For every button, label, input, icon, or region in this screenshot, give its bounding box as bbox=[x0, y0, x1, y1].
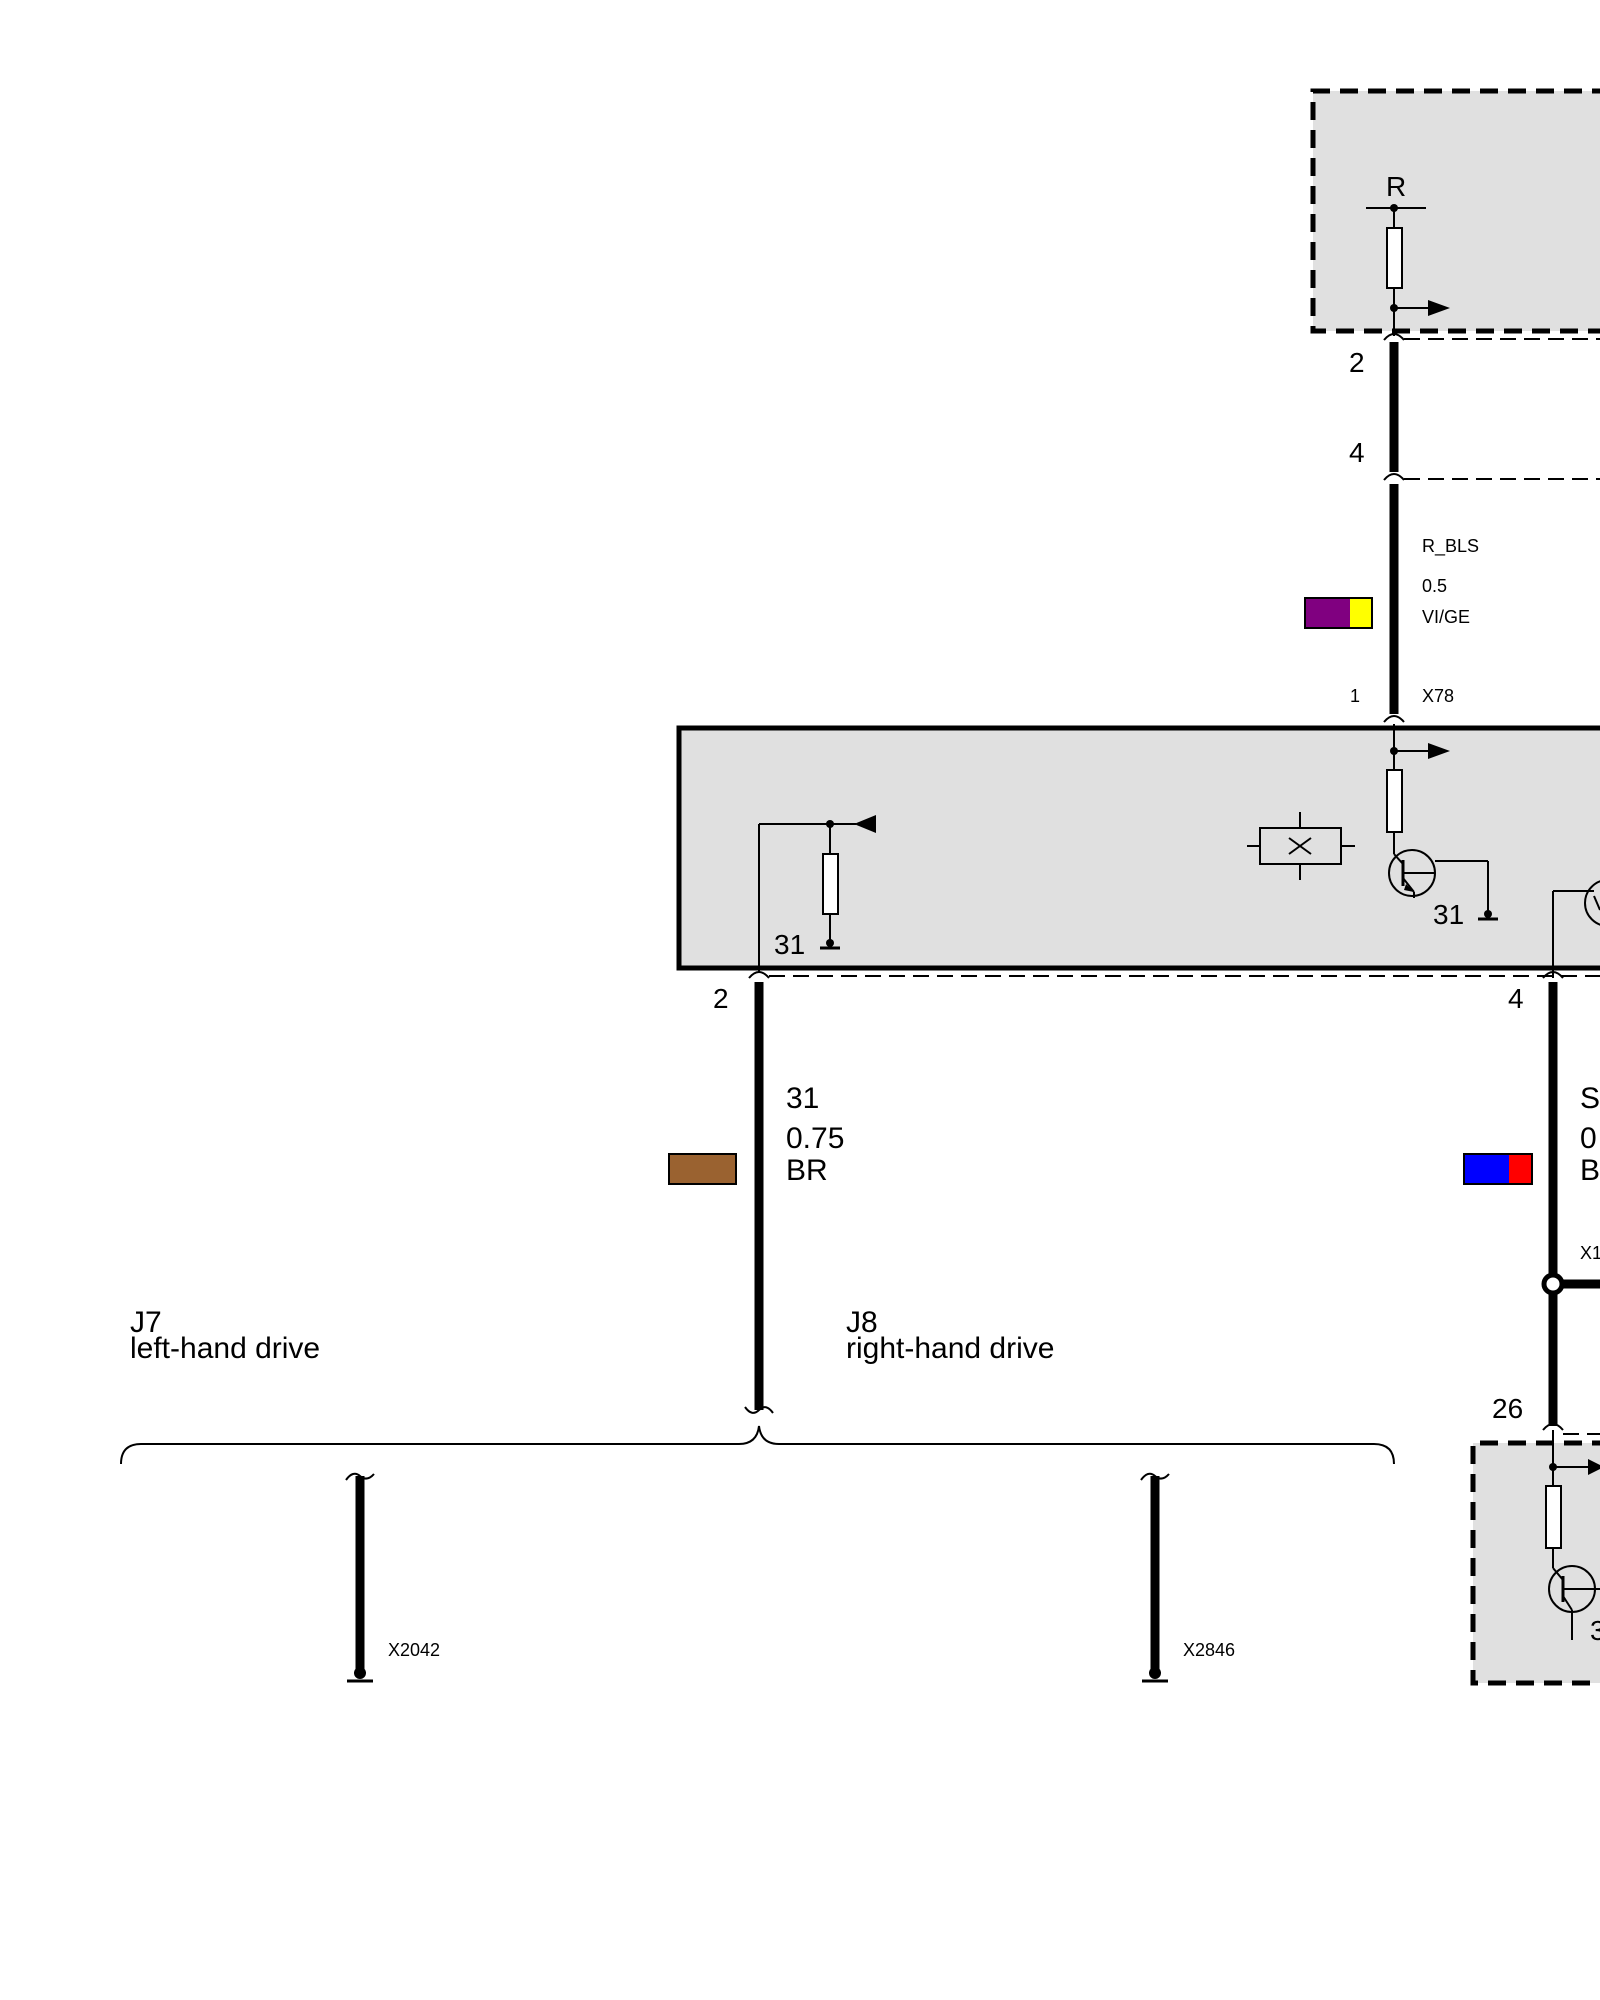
wire-bls-color-swatch bbox=[1304, 597, 1373, 629]
top-component-housing bbox=[1313, 91, 1600, 331]
top-component: R bbox=[1310, 88, 1600, 336]
transistor-icon bbox=[1388, 849, 1436, 898]
wire-right-color: B bbox=[1580, 1154, 1600, 1187]
main-module-housing bbox=[676, 725, 1600, 971]
bottom-arrow-icon bbox=[1588, 1459, 1600, 1475]
wire-ground-gauge: 0.75 bbox=[786, 1122, 844, 1155]
ground-stub-left: X2042 bbox=[345, 1472, 440, 1683]
wire-right-color-swatch bbox=[1463, 1153, 1533, 1185]
transistor-partial-icon bbox=[1584, 880, 1600, 926]
variant-left-label: left-hand drive bbox=[130, 1332, 320, 1365]
resistor-left bbox=[822, 853, 839, 915]
wire-bls-color: VI/GE bbox=[1422, 607, 1470, 627]
crystal-icon bbox=[1247, 812, 1355, 880]
output-arrow-icon bbox=[1428, 743, 1450, 759]
resistor-r bbox=[1386, 227, 1403, 289]
bottom-ground-partial: 3 bbox=[1590, 1615, 1600, 1646]
module-pin-2: 2 bbox=[713, 983, 729, 1014]
top-pin-4: 4 bbox=[1349, 437, 1365, 468]
ground-left-icon bbox=[826, 939, 834, 947]
wire-right-connector: X1 bbox=[1580, 1243, 1600, 1263]
wire-right-gauge: 0 bbox=[1580, 1122, 1597, 1155]
ground-stub-right-connector: X2846 bbox=[1183, 1640, 1235, 1660]
ground-left-label: 31 bbox=[774, 929, 805, 960]
resistor-bls bbox=[1386, 769, 1403, 833]
wire-bls-gauge: 0.5 bbox=[1422, 576, 1447, 596]
ground-right-icon bbox=[1484, 910, 1492, 918]
ground-right-label: 31 bbox=[1433, 899, 1464, 930]
bottom-component-border bbox=[1470, 1440, 1600, 1686]
bottom-component: 3 bbox=[1470, 1423, 1600, 1686]
wire-bls-connector: X78 bbox=[1422, 686, 1454, 706]
resistor-r-label: R bbox=[1386, 171, 1406, 202]
module-pin-4: 4 bbox=[1508, 983, 1524, 1014]
variant-left-code: J7 bbox=[130, 1306, 162, 1339]
wire-ground-signal: 31 bbox=[786, 1082, 819, 1115]
main-module: 31 31 bbox=[676, 724, 1600, 978]
wire-bls-signal: R_BLS bbox=[1422, 536, 1479, 557]
variant-right-code: J8 bbox=[846, 1306, 878, 1339]
resistor-bottom bbox=[1545, 1485, 1562, 1549]
wire-ground-color-swatch bbox=[668, 1153, 737, 1185]
wire-right-signal: S bbox=[1580, 1082, 1600, 1115]
wire-ground-color: BR bbox=[786, 1154, 828, 1187]
bottom-pin-26: 26 bbox=[1492, 1393, 1523, 1424]
variant-right-label: right-hand drive bbox=[846, 1332, 1054, 1365]
variant-brace bbox=[120, 1425, 1395, 1465]
bottom-component-housing bbox=[1473, 1443, 1600, 1683]
ground-stub-right: X2846 bbox=[1140, 1472, 1235, 1683]
splice-point-icon bbox=[1541, 1272, 1565, 1296]
top-component-border bbox=[1310, 88, 1600, 334]
top-pin-2: 2 bbox=[1349, 347, 1365, 378]
signal-arrow-icon bbox=[1428, 300, 1450, 316]
wire-bls-pin: 1 bbox=[1350, 686, 1360, 706]
ground-stub-left-connector: X2042 bbox=[388, 1640, 440, 1660]
input-arrow-icon bbox=[854, 815, 876, 833]
